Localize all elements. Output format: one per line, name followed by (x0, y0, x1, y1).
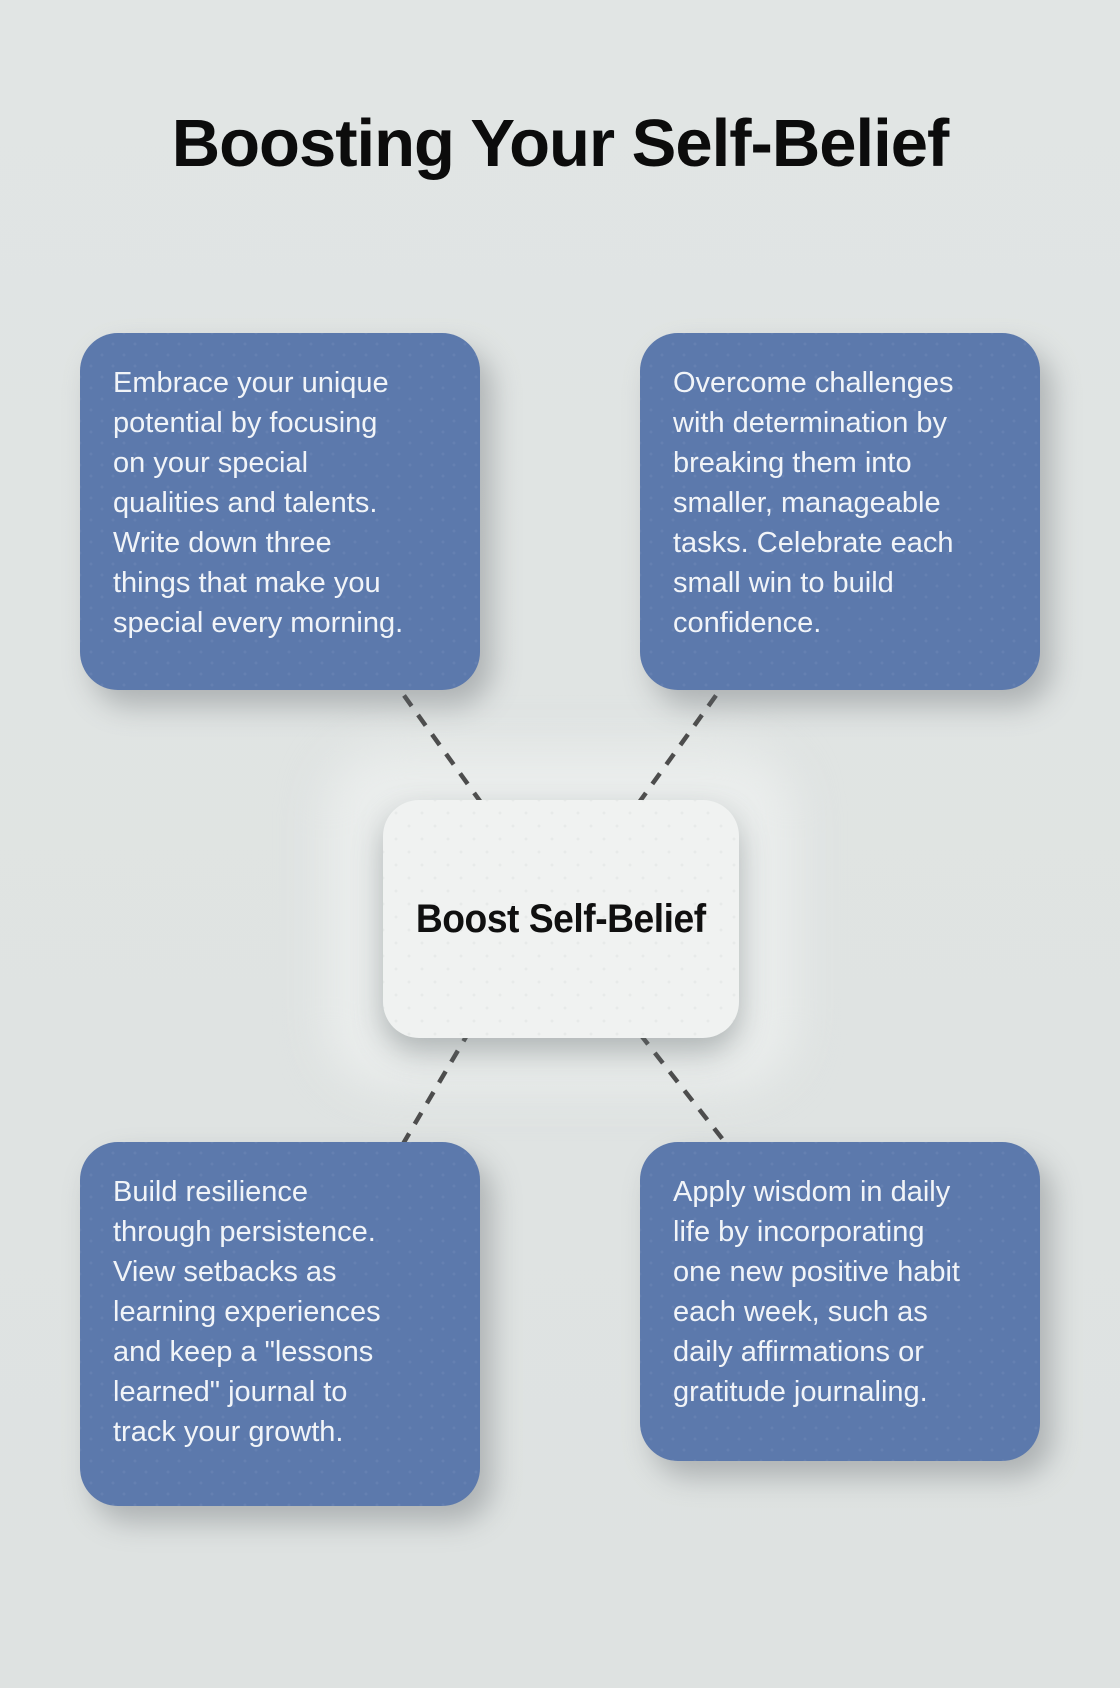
connector-top-right (628, 674, 732, 817)
idea-card-bottom-left: Build resilience through persistence. Vi… (80, 1142, 480, 1506)
idea-card-bottom-left-text: Build resilience through persistence. Vi… (113, 1176, 381, 1448)
idea-card-top-right: Overcome challenges with determination b… (640, 333, 1040, 690)
page-title: Boosting Your Self-Belief (171, 106, 950, 181)
center-node: Boost Self-Belief (383, 800, 739, 1038)
connector-bottom-right (638, 1032, 730, 1148)
idea-card-bottom-right-text: Apply wisdom in daily life by incorporat… (673, 1176, 960, 1408)
connector-bottom-left (398, 1028, 472, 1151)
center-node-label: Boost Self-Belief (416, 896, 706, 941)
connector-top-left (388, 674, 492, 817)
idea-card-bottom-right: Apply wisdom in daily life by incorporat… (640, 1142, 1040, 1461)
idea-card-top-left-text: Embrace your unique potential by focusin… (113, 367, 404, 639)
idea-card-top-left: Embrace your unique potential by focusin… (80, 333, 480, 690)
idea-card-top-right-text: Overcome challenges with determination b… (673, 367, 954, 639)
